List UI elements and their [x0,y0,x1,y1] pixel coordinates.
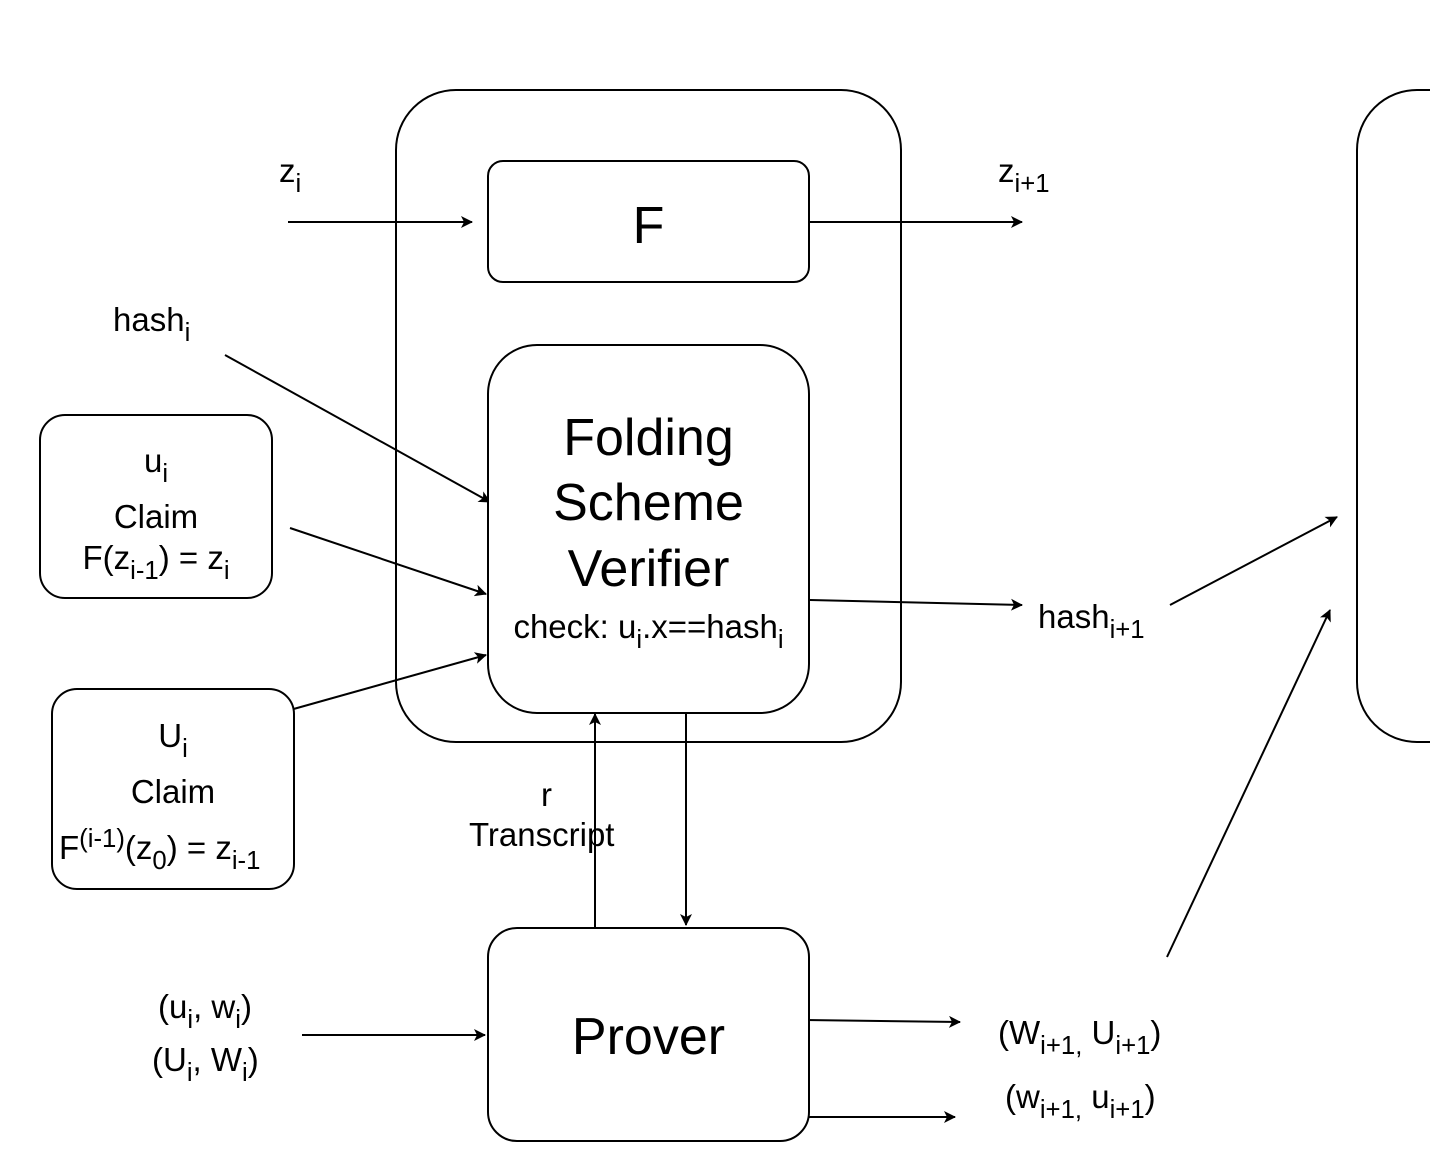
prover-input-instance-label: (ui, wi) [158,988,252,1034]
z-out-label: zi+1 [998,152,1050,198]
function-f-box: F [487,160,810,283]
arrow-prover-to-next [1166,609,1331,958]
running-claim-equation: F(i-1)(z0) = zi-1 [59,825,261,875]
arrow-small-claim-in [289,527,487,597]
prover-label: Prover [571,1008,726,1066]
verifier-title-line2: Scheme [553,474,744,532]
folding-verifier-box: Folding Scheme Verifier check: ui.x==has… [487,344,810,714]
instance-claim-equation: F(zi-1) = zi [82,539,230,585]
verifier-title-line3: Verifier [567,540,730,598]
challenge-r-label: r [541,776,552,813]
transcript-label: Transcript [469,816,615,853]
function-f-label: F [632,197,665,255]
augmented-circuit-box [395,89,902,743]
arrow-hash-in [224,354,491,503]
next-circuit-box [1356,89,1430,743]
prover-box: Prover [487,927,810,1142]
instance-claim-var: ui [143,442,169,488]
arrow-big-claim-in [289,652,487,711]
prover-output-instance-label: (wi+1, ui+1) [1005,1078,1156,1124]
running-claim-box: Ui Claim F(i-1)(z0) = zi-1 [51,688,295,890]
prover-input-running-label: (Ui, Wi) [152,1041,259,1087]
arrow-hash-out [809,598,1023,611]
running-claim-title: Claim [130,773,216,810]
running-claim-var: Ui [158,717,188,763]
instance-claim-title: Claim [113,498,199,535]
z-in-label: zi [279,152,302,198]
prover-output-running-label: (Wi+1, Ui+1) [998,1014,1162,1060]
arrow-prover-out-1 [804,1015,961,1028]
hash-out-label: hashi+1 [1038,598,1145,644]
hash-in-label: hashi [113,301,191,347]
verifier-title-line1: Folding [563,409,734,467]
verifier-check-label: check: ui.x==hashi [513,608,784,654]
arrow-hash-to-next [1169,516,1338,606]
instance-claim-box: ui Claim F(zi-1) = zi [39,414,273,599]
